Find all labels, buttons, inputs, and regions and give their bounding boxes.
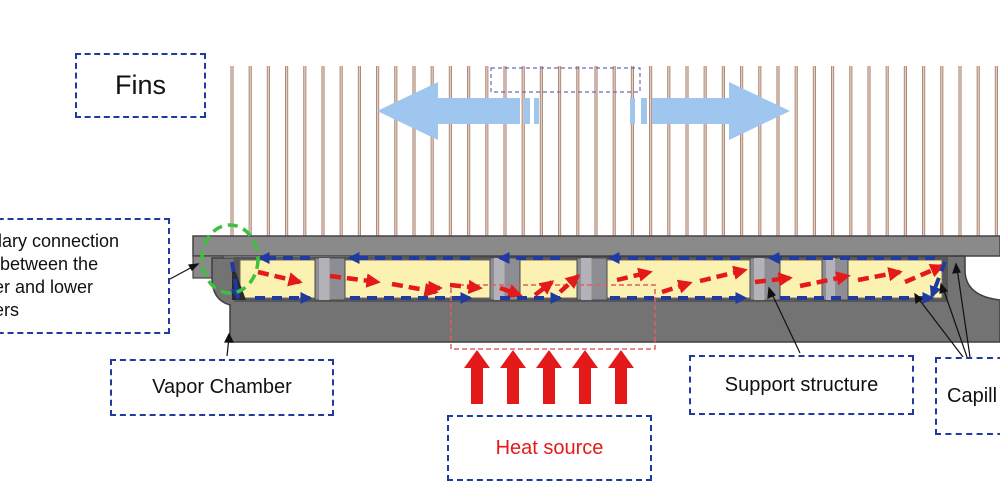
- fin: [867, 66, 871, 238]
- fin: [339, 66, 343, 238]
- vapor-flow-arrow: [616, 267, 653, 283]
- heat-arrow-icon: [464, 350, 490, 404]
- fin: [539, 66, 543, 238]
- liquid-flow-arrow: [929, 261, 947, 299]
- fin: [703, 66, 707, 238]
- vapor-flow-arrow: [499, 284, 523, 298]
- fin: [812, 66, 816, 238]
- fin: [994, 66, 998, 238]
- spreading-arrow-left: [377, 82, 539, 140]
- capillary-connection-line-3: er and lower: [0, 277, 94, 297]
- liquid-flow-arrows: [230, 252, 947, 304]
- support-column: [576, 257, 608, 301]
- fin: [758, 66, 762, 238]
- fin: [303, 66, 307, 238]
- fin: [230, 66, 234, 238]
- fin: [521, 66, 525, 238]
- fin: [576, 66, 580, 238]
- fins-label-text: Fins: [114, 70, 166, 100]
- heat-arrow-icon: [608, 350, 634, 404]
- support-structure-label-text: Support structure: [724, 373, 879, 396]
- vapor-flow-arrow: [558, 274, 581, 294]
- vapor-flow-arrow: [857, 267, 903, 283]
- capillary-connection-label: llary connection between the er and lowe…: [0, 218, 170, 334]
- heat-arrow-icon: [500, 350, 526, 404]
- fin: [321, 66, 325, 238]
- capillary-connection-line-4: ers: [0, 300, 20, 320]
- capillary-connection-line-2: between the: [0, 254, 99, 274]
- vapor-flow-arrow: [754, 272, 793, 287]
- top-plate: [192, 235, 1000, 257]
- fin: [903, 66, 907, 238]
- fin: [412, 66, 416, 238]
- fin: [831, 66, 835, 238]
- fin: [612, 66, 616, 238]
- heat-source-label-text: Heat source: [495, 436, 604, 459]
- fin: [430, 66, 434, 238]
- support-column: [489, 257, 521, 301]
- fin: [376, 66, 380, 238]
- fins-label: Fins: [75, 53, 206, 118]
- vapor-flow-arrow: [661, 279, 693, 295]
- fin: [503, 66, 507, 238]
- fin: [649, 66, 653, 238]
- heat-arrow-icon: [572, 350, 598, 404]
- fin-array: [230, 66, 998, 238]
- capillary-label-text: Capill: [947, 384, 998, 407]
- vapor-flow-arrow: [257, 269, 303, 287]
- leader-lines: [169, 262, 971, 358]
- fin: [922, 66, 926, 238]
- fin: [448, 66, 452, 238]
- vapor-flow-arrow: [449, 279, 483, 295]
- vapor-chamber-label-text: Vapor Chamber: [152, 376, 292, 398]
- vapor-flow-arrow: [904, 263, 945, 285]
- heat-source-region: [450, 284, 656, 350]
- fin: [794, 66, 798, 238]
- fin: [467, 66, 471, 238]
- fin: [667, 66, 671, 238]
- capillary-connection-ring: [200, 223, 260, 295]
- vapor-flow-arrow: [799, 271, 851, 289]
- spreading-center-outline: [490, 67, 641, 93]
- heat-arrows: [464, 350, 634, 404]
- fin: [485, 66, 489, 238]
- fin: [685, 66, 689, 238]
- fin: [849, 66, 853, 238]
- vapor-chamber-label: Vapor Chamber: [110, 359, 334, 416]
- vapor-flow-arrows: [257, 263, 945, 298]
- fin: [594, 66, 598, 238]
- fin: [630, 66, 634, 238]
- vapor-flow-arrow: [699, 265, 748, 284]
- fin: [958, 66, 962, 238]
- vapor-flow-arrow: [533, 280, 555, 297]
- capillary-label: Capill: [935, 357, 1000, 435]
- fin: [740, 66, 744, 238]
- fin: [776, 66, 780, 238]
- liquid-flow-arrow: [230, 261, 243, 301]
- heat-source-label: Heat source: [447, 415, 652, 481]
- fin: [885, 66, 889, 238]
- fin: [285, 66, 289, 238]
- vapor-flow-arrow: [329, 273, 381, 288]
- fin: [976, 66, 980, 238]
- fin: [357, 66, 361, 238]
- capillary-connection-line-1: llary connection: [0, 231, 120, 251]
- heat-arrow-icon: [536, 350, 562, 404]
- fin: [558, 66, 562, 238]
- fin: [394, 66, 398, 238]
- spreading-arrow-right: [630, 82, 790, 140]
- fin: [266, 66, 270, 238]
- support-structure-label: Support structure: [689, 355, 914, 415]
- fin: [721, 66, 725, 238]
- fin: [940, 66, 944, 238]
- fin: [248, 66, 252, 238]
